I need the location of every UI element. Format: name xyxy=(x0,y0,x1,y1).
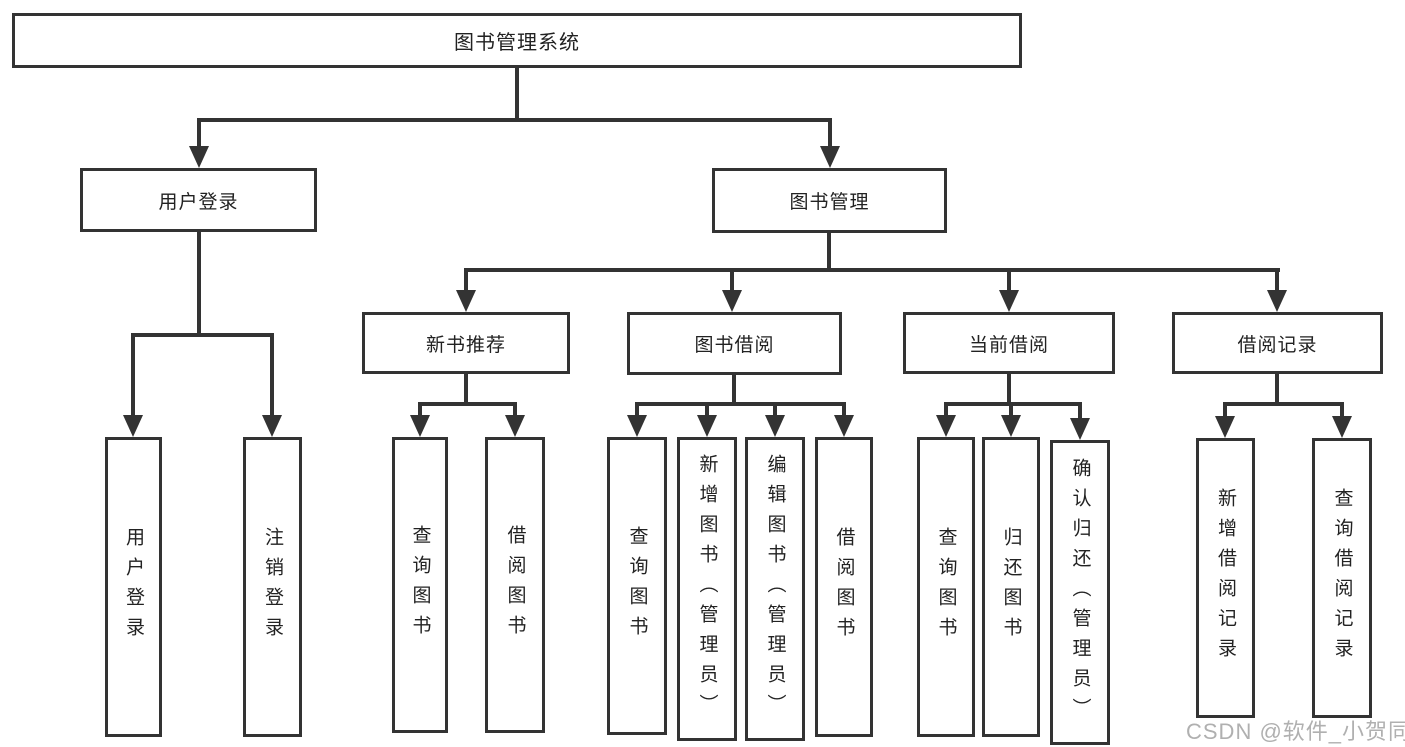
connector-drop-add-books xyxy=(705,404,709,417)
arrow-down-return-books xyxy=(1001,415,1021,437)
connector-root-trunk xyxy=(515,68,519,122)
leaf-query-borrow-record: 查询借阅记录 xyxy=(1312,438,1372,718)
leaf-edit-books-admin: 编辑图书（管理员） xyxy=(745,437,805,741)
watermark-text: CSDN @软件_小贺同学 xyxy=(1186,719,1405,744)
arrow-down-leaf-user-login xyxy=(123,415,143,437)
connector-borrowrecord-distributor xyxy=(1223,402,1344,406)
node-user-login: 用户登录 xyxy=(80,168,317,232)
arrow-down-add-record xyxy=(1215,416,1235,438)
node-new-book-recommendation: 新书推荐 xyxy=(362,312,570,374)
connector-drop-new-book xyxy=(464,270,468,292)
arrow-down-edit-books xyxy=(765,415,785,437)
connector-newbook-distributor xyxy=(418,402,517,406)
connector-drop-query-3 xyxy=(944,404,948,417)
leaf-query-books-1: 查询图书 xyxy=(392,437,448,733)
arrow-down-query-2 xyxy=(627,415,647,437)
leaf-confirm-return-admin: 确认归还（管理员） xyxy=(1050,440,1110,745)
connector-borrowrecord-trunk xyxy=(1275,374,1279,405)
connector-bookmgmt-trunk xyxy=(827,233,831,271)
connector-userlogin-trunk xyxy=(197,232,201,335)
connector-drop-user-login xyxy=(197,120,201,148)
connector-newbook-trunk xyxy=(464,374,468,405)
arrow-down-current-borrowing xyxy=(999,290,1019,312)
leaf-borrow-books-1: 借阅图书 xyxy=(485,437,545,733)
arrow-down-query-record xyxy=(1332,416,1352,438)
connector-root-distributor xyxy=(197,118,832,122)
arrow-down-add-books xyxy=(697,415,717,437)
connector-drop-book-borrowing xyxy=(730,270,734,292)
arrow-down-leaf-logout xyxy=(262,415,282,437)
arrow-down-new-book xyxy=(456,290,476,312)
connector-drop-current-borrowing xyxy=(1007,270,1011,292)
connector-drop-confirm-return xyxy=(1078,404,1082,420)
connector-drop-add-record xyxy=(1223,404,1227,418)
node-book-management: 图书管理 xyxy=(712,168,947,233)
connector-drop-query-1 xyxy=(418,404,422,417)
node-book-borrowing: 图书借阅 xyxy=(627,312,842,375)
arrow-down-query-1 xyxy=(410,415,430,437)
arrow-down-user-login xyxy=(189,146,209,168)
connector-currentborrow-trunk xyxy=(1007,374,1011,405)
connector-drop-leaf-logout xyxy=(270,335,274,417)
node-borrowing-records: 借阅记录 xyxy=(1172,312,1383,374)
leaf-logout: 注销登录 xyxy=(243,437,302,737)
connector-drop-borrow-1 xyxy=(513,404,517,417)
connector-drop-borrow-2 xyxy=(842,404,846,417)
connector-drop-leaf-user-login xyxy=(131,335,135,417)
connector-currentborrow-distributor xyxy=(944,402,1082,406)
connector-drop-book-management xyxy=(828,120,832,148)
node-library-management-system: 图书管理系统 xyxy=(12,13,1022,68)
arrow-down-borrowing-records xyxy=(1267,290,1287,312)
leaf-add-books-admin: 新增图书（管理员） xyxy=(677,437,737,741)
arrow-down-query-3 xyxy=(936,415,956,437)
leaf-query-books-2: 查询图书 xyxy=(607,437,667,735)
leaf-return-books: 归还图书 xyxy=(982,437,1040,737)
arrow-down-book-borrowing xyxy=(722,290,742,312)
connector-drop-query-record xyxy=(1340,404,1344,418)
leaf-add-borrow-record: 新增借阅记录 xyxy=(1196,438,1255,718)
node-current-borrowing: 当前借阅 xyxy=(903,312,1115,374)
arrow-down-confirm-return xyxy=(1070,418,1090,440)
arrow-down-borrow-1 xyxy=(505,415,525,437)
leaf-user-login: 用户登录 xyxy=(105,437,162,737)
connector-bookborrow-distributor xyxy=(635,402,846,406)
connector-drop-return-books xyxy=(1009,404,1013,417)
connector-drop-edit-books xyxy=(773,404,777,417)
leaf-borrow-books-2: 借阅图书 xyxy=(815,437,873,737)
connector-bookmgmt-distributor xyxy=(464,268,1280,272)
arrow-down-book-management xyxy=(820,146,840,168)
leaf-query-books-3: 查询图书 xyxy=(917,437,975,737)
connector-userlogin-distributor xyxy=(131,333,274,337)
connector-bookborrow-trunk xyxy=(732,375,736,405)
arrow-down-borrow-2 xyxy=(834,415,854,437)
connector-drop-borrowing-records xyxy=(1275,270,1279,292)
connector-drop-query-2 xyxy=(635,404,639,417)
